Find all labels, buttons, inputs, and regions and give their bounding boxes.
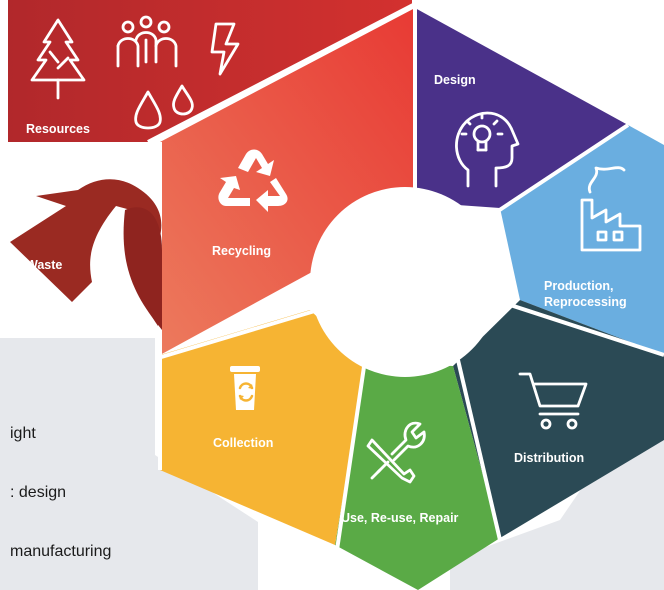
recycle-bin-icon (230, 366, 260, 410)
segment-distribution[interactable] (453, 300, 664, 538)
tree-icon (30, 18, 86, 100)
people-icon (116, 15, 178, 68)
segment-use[interactable] (335, 362, 500, 590)
head-lightbulb-icon (455, 111, 520, 188)
label-distribution: Distribution (514, 451, 584, 465)
waste-arrow (10, 179, 162, 326)
background-text-line3: manufacturing (10, 543, 111, 560)
label-design: Design (434, 73, 476, 87)
label-waste: Waste (26, 258, 62, 272)
center-hub (310, 187, 500, 377)
waste-arrow-tail (123, 207, 162, 330)
label-resources: Resources (26, 122, 90, 136)
lightning-icon (210, 22, 240, 76)
tools-icon (366, 421, 426, 484)
segment-collection[interactable] (160, 310, 365, 545)
background-panel-left (0, 338, 258, 590)
background-panel-right (450, 368, 664, 590)
water-drops-icon (134, 84, 194, 130)
background-text-line2: : design (10, 484, 66, 501)
label-production-line2: Reprocessing (544, 295, 627, 309)
segment-separators (147, 2, 664, 551)
segment-recycling[interactable] (160, 8, 415, 355)
label-use: Use, Re-use, Repair (341, 511, 459, 525)
segment-resources[interactable] (8, 0, 412, 142)
factory-icon (580, 166, 642, 252)
label-recycling: Recycling (212, 244, 271, 258)
label-collection: Collection (213, 436, 273, 450)
label-production-line1: Production, (544, 279, 613, 293)
shopping-cart-icon (518, 372, 588, 430)
recycle-arrows-icon (218, 149, 288, 212)
background-text-line1: ight (10, 425, 36, 442)
